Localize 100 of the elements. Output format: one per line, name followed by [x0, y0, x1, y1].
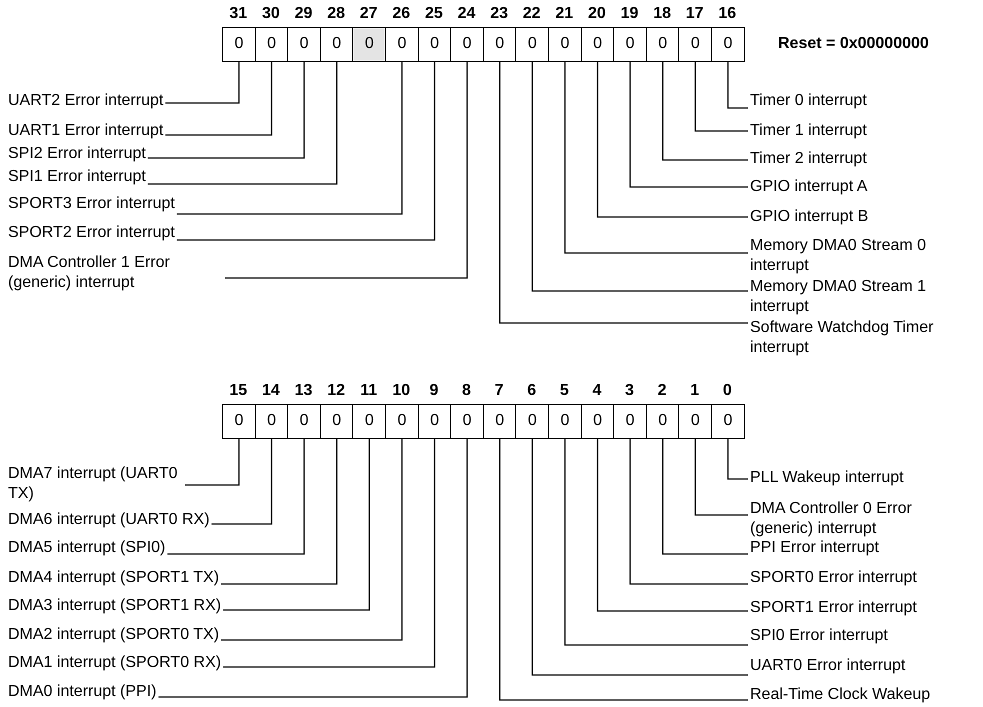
leader-line — [167, 439, 305, 555]
bit-field: 0 — [678, 27, 712, 62]
leader-line — [727, 62, 748, 109]
leader-line — [165, 62, 240, 104]
leader-line — [629, 62, 748, 188]
bit-number: 23 — [489, 4, 509, 24]
leader-line — [596, 62, 748, 218]
bit-field: 0 — [613, 404, 648, 439]
bit-field: 0 — [515, 27, 550, 62]
leader-line — [532, 62, 748, 292]
bit-number: 14 — [260, 381, 281, 401]
bit-field: 0 — [548, 27, 582, 62]
leader-line — [629, 439, 748, 585]
bit-field: 0 — [287, 404, 322, 439]
bit-description: Real-Time Clock Wakeup — [750, 685, 930, 705]
bit-number: 19 — [620, 4, 640, 24]
bit-number: 17 — [684, 4, 705, 24]
leader-line — [185, 439, 240, 486]
bit-description: DMA5 interrupt (SPI0) — [8, 538, 166, 558]
bit-description: GPIO interrupt B — [750, 207, 868, 227]
bit-number: 0 — [722, 381, 733, 401]
bit-number: 10 — [391, 381, 412, 401]
bit-field: 0 — [254, 27, 288, 62]
bit-description: SPORT2 Error interrupt — [8, 223, 175, 243]
bit-field: 0 — [222, 27, 256, 62]
leader-line — [148, 62, 305, 159]
leader-line — [564, 439, 748, 646]
leader-line — [727, 439, 748, 480]
bit-number: 27 — [358, 4, 379, 24]
leader-line — [148, 62, 338, 185]
bit-field: 0 — [580, 27, 614, 62]
bit-field: 0 — [678, 404, 712, 439]
leader-line — [221, 439, 403, 641]
leader-line — [225, 62, 468, 279]
bit-number: 6 — [526, 381, 538, 401]
bit-field: 0 — [418, 27, 452, 62]
leader-line — [532, 439, 748, 676]
leader-line — [499, 62, 748, 324]
leader-line — [176, 62, 403, 215]
bit-field: 0 — [385, 404, 419, 439]
bit-field: 0 — [385, 27, 419, 62]
bit-field: 0 — [613, 27, 648, 62]
leader-line — [662, 439, 748, 555]
bit-field: 0 — [711, 404, 745, 439]
bit-field: 0 — [450, 404, 484, 439]
bit-description: SPORT1 Error interrupt — [750, 598, 917, 618]
bit-description: SPI1 Error interrupt — [8, 167, 146, 187]
leader-line — [158, 439, 468, 698]
leader-line — [176, 62, 436, 241]
leader-line — [223, 439, 436, 668]
bit-description: UART1 Error interrupt — [8, 121, 164, 141]
bit-number: 9 — [428, 381, 440, 401]
bit-field: 0 — [287, 27, 322, 62]
leader-line — [499, 439, 748, 701]
bit-field: 0 — [352, 27, 386, 62]
bit-field: 0 — [320, 27, 354, 62]
bit-number: 3 — [624, 381, 635, 401]
bit-field: 0 — [711, 27, 745, 62]
bit-field: 0 — [320, 404, 354, 439]
leader-line — [165, 62, 272, 136]
reset-value: Reset = 0x00000000 — [778, 34, 929, 54]
bit-field: 0 — [254, 404, 288, 439]
bit-field: 0 — [646, 27, 680, 62]
leader-line — [221, 439, 338, 585]
bit-number: 25 — [424, 4, 444, 24]
bit-number: 16 — [717, 4, 738, 24]
bit-field: 0 — [580, 404, 614, 439]
leader-line — [662, 62, 748, 161]
bit-field: 0 — [548, 404, 582, 439]
leader-line — [223, 439, 370, 611]
bit-description: UART2 Error interrupt — [8, 91, 164, 111]
leader-line — [694, 439, 748, 516]
bit-number: 12 — [326, 381, 346, 401]
bit-description: GPIO interrupt A — [750, 177, 868, 197]
bit-number: 20 — [586, 4, 607, 24]
bit-field: 0 — [418, 404, 452, 439]
bit-description: PLL Wakeup interrupt — [750, 468, 904, 488]
leader-line — [212, 439, 272, 525]
bit-description: DMA0 interrupt (PPI) — [8, 682, 156, 702]
bit-description: SPORT3 Error interrupt — [8, 194, 175, 214]
bit-description: DMA6 interrupt (UART0 RX) — [8, 510, 210, 530]
bit-number: 31 — [228, 4, 248, 24]
bit-description: DMA3 interrupt (SPORT1 RX) — [8, 596, 222, 616]
leader-line — [596, 439, 748, 612]
bit-number: 24 — [456, 4, 476, 24]
bit-number: 11 — [359, 381, 378, 401]
bit-description: SPORT0 Error interrupt — [750, 568, 917, 588]
bit-number: 21 — [554, 4, 574, 24]
bit-description: DMA2 interrupt (SPORT0 TX) — [8, 625, 220, 645]
bit-description: SPI2 Error interrupt — [8, 144, 146, 164]
bit-field: 0 — [646, 404, 680, 439]
bit-number: 8 — [461, 381, 472, 401]
bit-number: 18 — [652, 4, 672, 24]
bit-field: 0 — [352, 404, 386, 439]
bit-description: DMA4 interrupt (SPORT1 TX) — [8, 568, 220, 588]
leader-line — [564, 62, 748, 254]
bit-number: 2 — [656, 381, 668, 401]
bit-field: 0 — [515, 404, 550, 439]
bit-number: 7 — [494, 381, 505, 401]
bit-number: 22 — [522, 4, 542, 24]
